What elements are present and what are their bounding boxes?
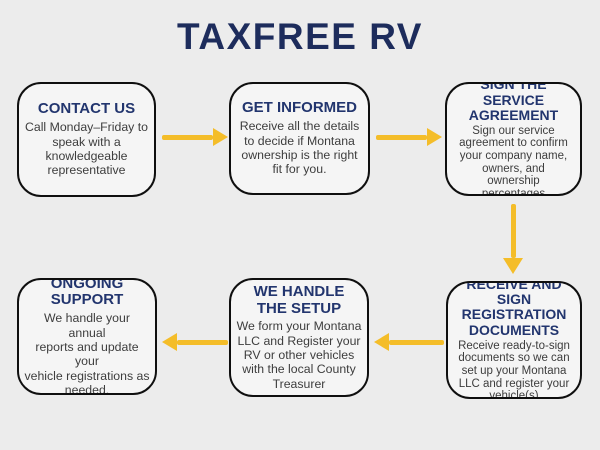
- arrow-shaft: [389, 339, 444, 345]
- arrow-head: [503, 258, 523, 274]
- step-body: Receive ready-to-sign documents so we ca…: [458, 339, 570, 399]
- step-heading: ONGOING SUPPORT: [50, 278, 124, 309]
- step-body: Receive all the details to decide if Mon…: [239, 119, 360, 177]
- arrow-right-icon: [376, 127, 442, 147]
- step-box-contact-us: CONTACT US Call Monday–Friday to speak w…: [17, 82, 156, 197]
- arrow-down-icon: [502, 204, 524, 274]
- arrow-left-icon: [162, 332, 228, 352]
- step-box-receive-sign-registration-documents: RECEIVE AND SIGN REGISTRATION DOCUMENTS …: [446, 281, 582, 399]
- arrow-shaft: [162, 134, 213, 140]
- step-box-sign-service-agreement: SIGN THE SERVICE AGREEMENT Sign our serv…: [445, 82, 582, 196]
- arrow-left-icon: [374, 332, 444, 352]
- arrow-head: [213, 128, 228, 146]
- page-title: TAXFREE RV: [177, 16, 423, 57]
- step-body: Call Monday–Friday to speak with a knowl…: [24, 120, 149, 178]
- step-heading: GET INFORMED: [242, 99, 357, 117]
- step-heading: SIGN THE SERVICE AGREEMENT: [468, 82, 559, 123]
- step-body: We handle your annual reports and update…: [24, 311, 150, 395]
- arrow-head: [162, 333, 177, 351]
- step-body: We form your Montana LLC and Register yo…: [236, 319, 362, 391]
- arrow-right-icon: [162, 127, 228, 147]
- step-box-we-handle-setup: WE HANDLE THE SETUP We form your Montana…: [229, 278, 369, 397]
- step-heading: RECEIVE AND SIGN REGISTRATION DOCUMENTS: [461, 281, 567, 338]
- step-box-get-informed: GET INFORMED Receive all the details to …: [229, 82, 370, 195]
- arrow-shaft: [510, 204, 516, 258]
- step-heading: WE HANDLE THE SETUP: [253, 282, 345, 317]
- arrow-shaft: [376, 134, 427, 140]
- arrow-shaft: [177, 339, 228, 345]
- step-box-ongoing-support: ONGOING SUPPORT We handle your annual re…: [17, 278, 157, 395]
- step-heading: CONTACT US: [37, 100, 136, 118]
- arrow-head: [374, 333, 389, 351]
- arrow-head: [427, 128, 442, 146]
- step-body: Sign our service agreement to confirm yo…: [459, 124, 568, 196]
